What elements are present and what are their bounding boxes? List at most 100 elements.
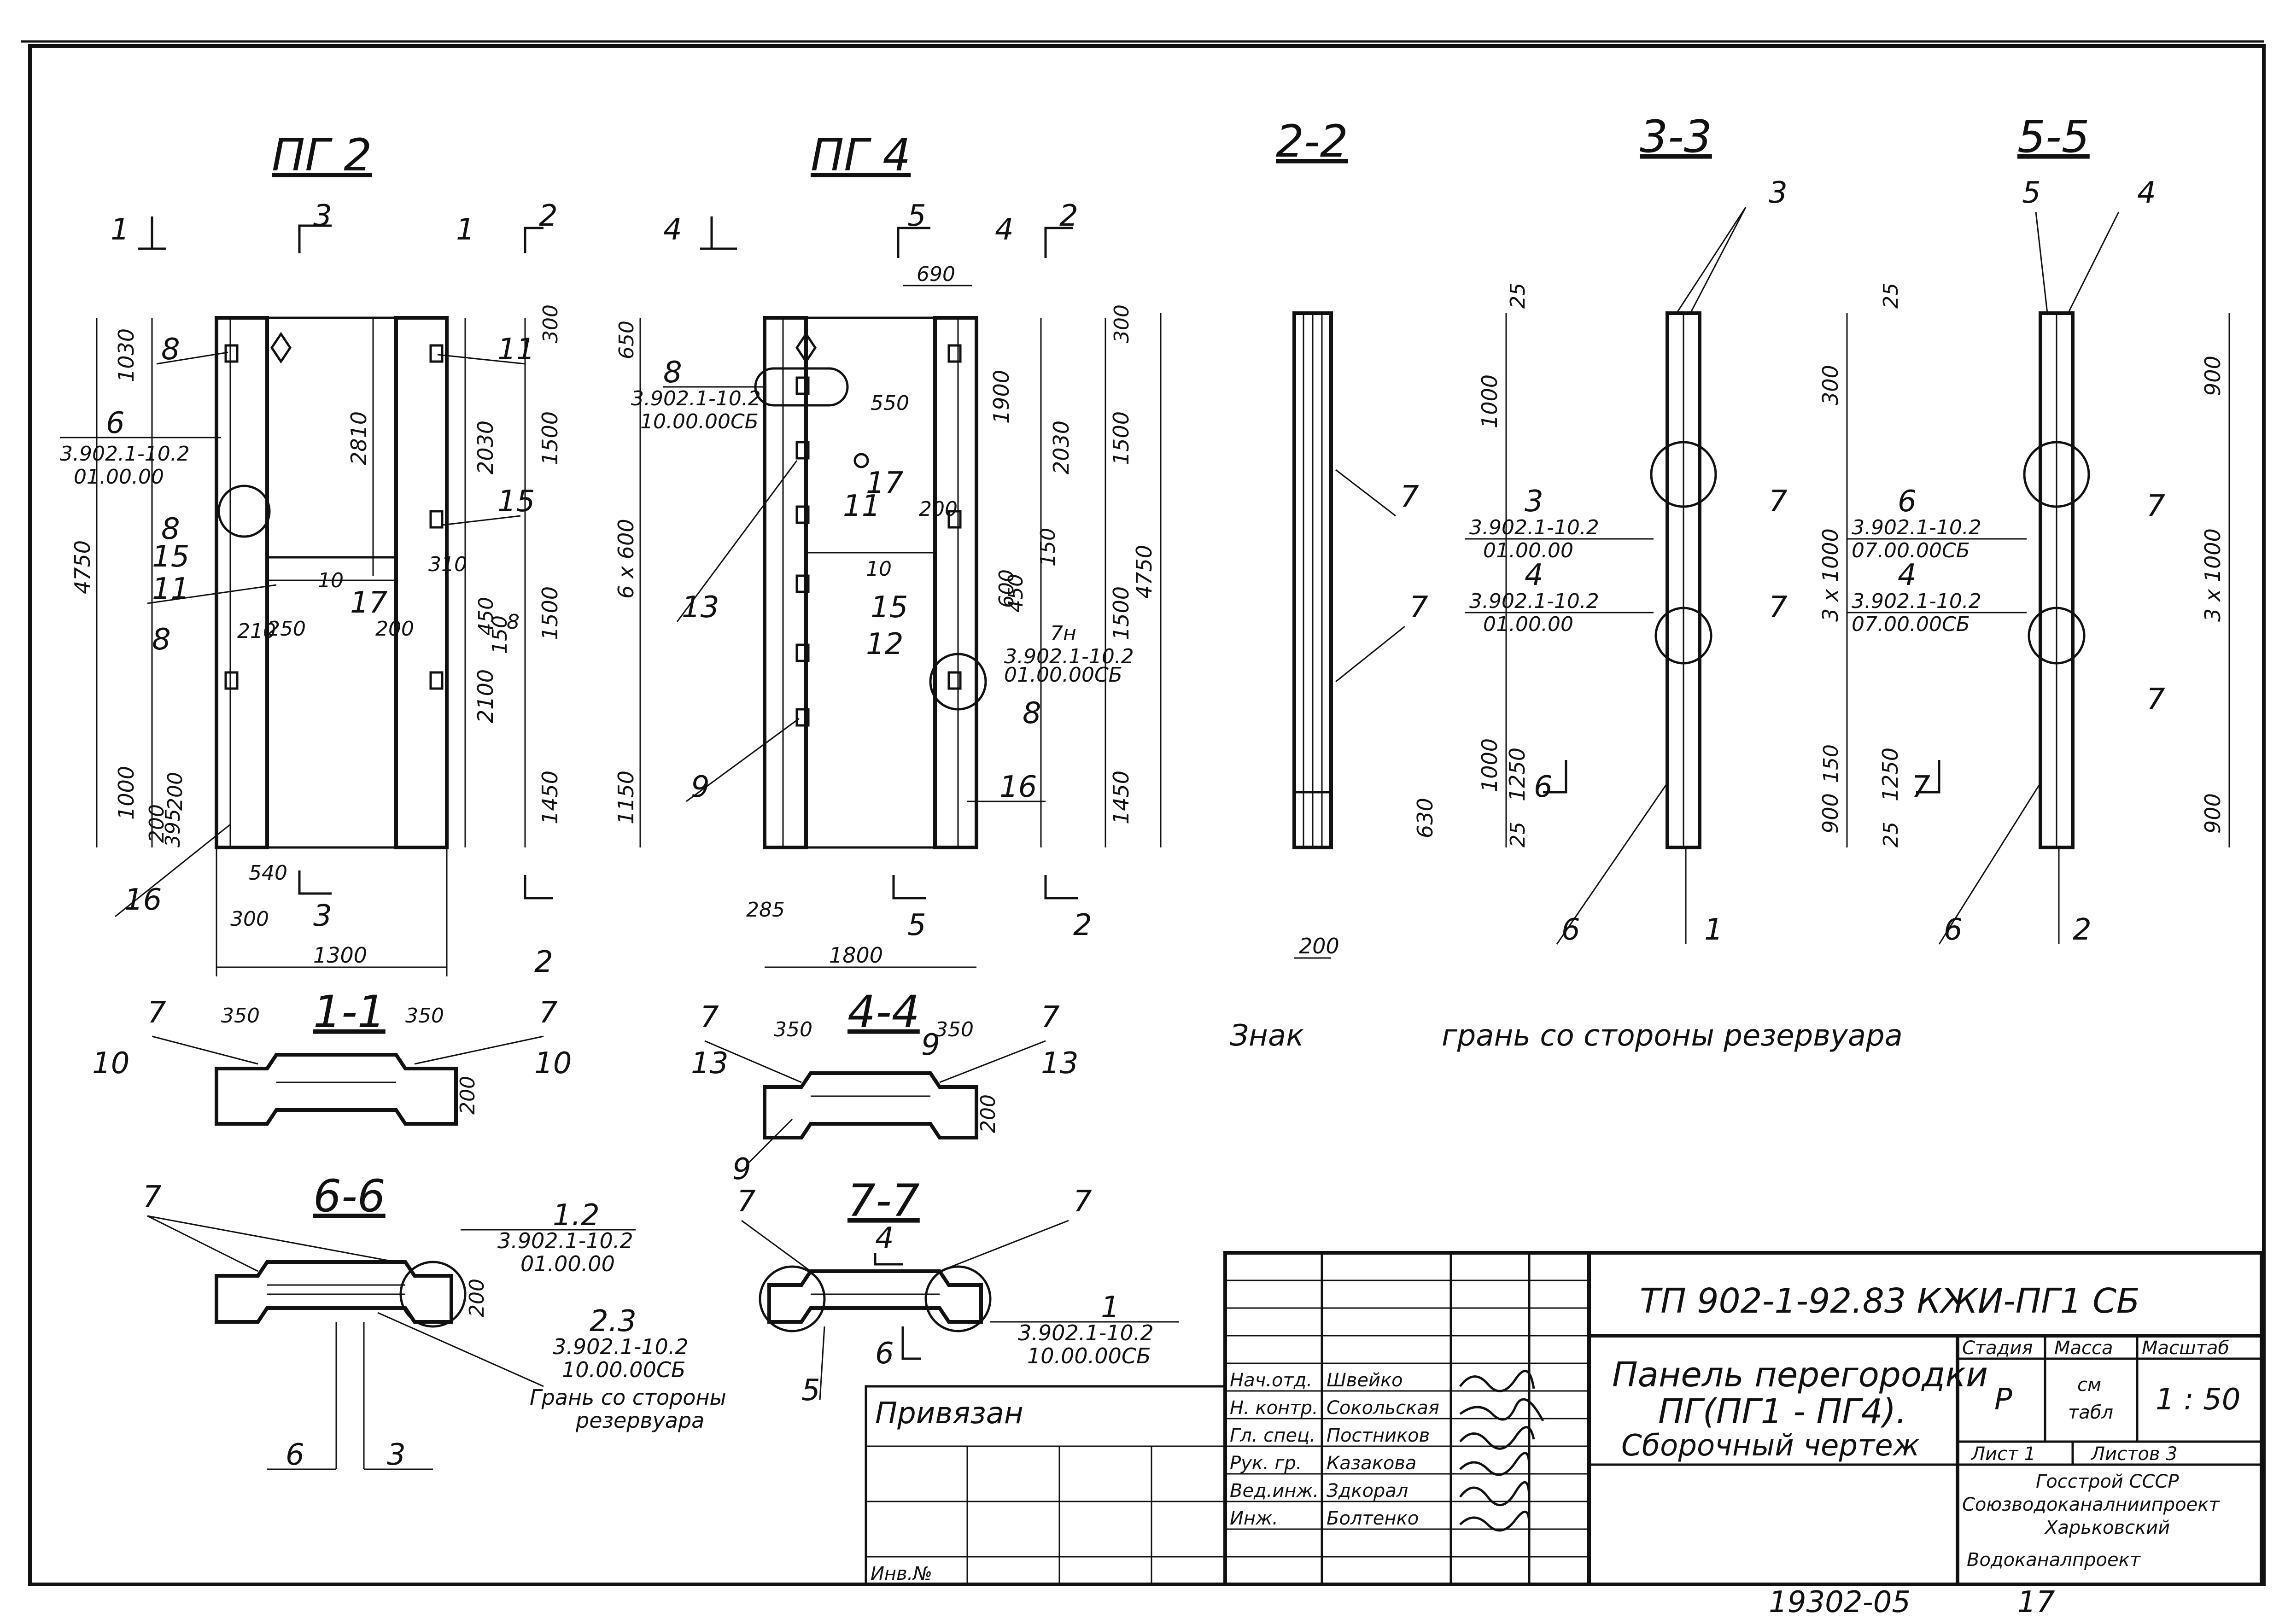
s66-note-a: Грань со стороны: [530, 1385, 726, 1410]
pg2-dim-450: 450: [474, 597, 498, 636]
s44-dim-350b: 350: [935, 1018, 974, 1041]
pg2-dim-1030: 1030: [114, 328, 139, 382]
s55-code1-a: 3.902.1-10.2: [1852, 516, 1981, 539]
pg4-plate-3: [795, 505, 810, 524]
pg2-title: ПГ 2: [272, 129, 372, 181]
pg2-dim-150: 150: [488, 615, 512, 654]
pg4-dim-2030: 2030: [1049, 421, 1074, 474]
s33-title: 3-3: [1640, 111, 1712, 163]
s66-code1-b: 01.00.00: [520, 1251, 615, 1276]
tb-name-1: Швейко: [1327, 1370, 1403, 1391]
pg4-dim-550: 550: [871, 391, 909, 415]
s33-dim-900: 900: [1818, 793, 1843, 834]
pg2-code-a: 3.902.1-10.2: [60, 442, 190, 466]
s55-dim-900b: 900: [2200, 793, 2225, 834]
pg2-cut-1: 1: [111, 213, 129, 247]
pg4-code1-b: 10.00.00СБ: [640, 410, 759, 433]
s66-leader-7b: [147, 1215, 397, 1263]
s77-code1-b: 10.00.00СБ: [1027, 1344, 1151, 1368]
s33-dim-3x1000: 3 x 1000: [1818, 528, 1843, 622]
tb-signature-2: [1459, 1398, 1544, 1422]
s44-dim-350a: 350: [774, 1018, 812, 1041]
pg2-plate-3: [429, 344, 444, 363]
tb-attached-label: Привязан: [875, 1396, 1023, 1431]
s11-ref-10b: 10: [534, 1046, 572, 1081]
section-5-5: 5-5 25 900 3 x 1000 1250 25 900 5 4 7 7 …: [1847, 111, 2230, 947]
s77-cut-6-mark: [901, 1326, 921, 1360]
tb-name-3: Постников: [1327, 1425, 1430, 1446]
s33-dim-150: 150: [1819, 744, 1843, 783]
s11-ref-7b: 7: [539, 996, 558, 1030]
s55-ref-7a: 7: [2146, 489, 2165, 523]
pg4-bottom-2: 2: [1073, 908, 1092, 942]
s55-ref-5: 5: [2022, 176, 2041, 210]
tb-org-3: Харьковский: [2044, 1517, 2170, 1538]
s22-ref-7b: 7: [1409, 590, 1428, 625]
pg2-dim-200b: 200: [145, 804, 169, 843]
pg4-dim-1900: 1900: [989, 370, 1014, 424]
s33-ref-6b: 6: [1534, 770, 1553, 804]
s22-dim-1000a: 1000: [1477, 374, 1502, 428]
pg2-ref-6: 6: [106, 406, 125, 440]
pg4-dim-1150: 1150: [614, 771, 638, 824]
pg4-ref-12: 12: [866, 627, 903, 661]
s44-ref-9a: 9: [921, 1028, 940, 1062]
pg2-cut-11: 1: [456, 213, 475, 247]
pg4-plate-2: [795, 441, 810, 460]
s66-code2-num: 2.3: [590, 1304, 637, 1338]
pg2-dim-300: 300: [539, 304, 562, 343]
pg2-leader-11: [147, 584, 277, 604]
s77-ref-6: 6: [875, 1337, 894, 1371]
pg2-ref-17: 17: [350, 586, 388, 620]
s33-cut-6-mark: [1543, 760, 1567, 794]
pg2-dim-200a: 200: [164, 772, 187, 811]
s55-leader-6: [1938, 783, 2041, 945]
tb-org-2: Союзводоканалниипроект: [1962, 1494, 2220, 1515]
pg2-cut-2: 2: [539, 199, 558, 233]
pg2-bottom-2: 2: [534, 945, 553, 979]
s55-code2-num: 4: [1898, 558, 1917, 592]
pg2-dim-300b: 300: [230, 907, 269, 931]
s77-ref-7b: 7: [1073, 1185, 1092, 1219]
pg4-bottom-2-mark: [1044, 875, 1078, 900]
section-3-3: 3-3 25 300 3 x 1000 1250 25 150 900 3 7 …: [1465, 111, 1848, 947]
pg2-bottom-3: 3: [313, 899, 332, 933]
tb-signature-6: [1459, 1510, 1531, 1532]
s55-dim-1250: 1250: [1878, 748, 1903, 801]
tb-title-1: Панель перегородки: [1612, 1355, 1988, 1395]
pg2-ref-11: 11: [152, 572, 189, 606]
s77-ref-5: 5: [801, 1373, 820, 1408]
pg4-ref-17: 17: [866, 466, 904, 500]
pg2-leader-8a: [156, 351, 228, 365]
s22-dim-630: 630: [1413, 798, 1438, 838]
s44-ref-7b: 7: [1041, 1000, 1060, 1034]
s33-ref-3: 3: [1769, 176, 1788, 210]
s33-leader-3b: [1689, 207, 1747, 314]
pg2-dim-4750: 4750: [70, 540, 95, 594]
tb-org-1: Госстрой СССР: [2036, 1471, 2179, 1492]
pg2-dim-1450: 1450: [538, 771, 562, 824]
pg4-cut-4: 4: [663, 213, 682, 247]
s33-leader-3a: [1676, 207, 1747, 314]
pg2-ref-8b: 8: [161, 512, 180, 546]
pg4-dim-1450: 1450: [1109, 771, 1134, 824]
tb-signature-5: [1459, 1481, 1531, 1507]
tb-signature-3: [1459, 1426, 1535, 1450]
s55-code1-num: 6: [1898, 485, 1917, 519]
pg4-cut-5-mark: [897, 227, 930, 258]
pg4-plate-9: [947, 671, 962, 690]
pg4-small-circle: [853, 453, 869, 468]
s11-leader-7a: [152, 1035, 258, 1065]
s77-title: 7-7: [847, 1175, 920, 1227]
s44-dim-200: 200: [976, 1094, 1000, 1133]
legend-text: грань со стороны резервуара: [1442, 1019, 1903, 1053]
pg4-dim-200: 200: [919, 497, 958, 521]
s55-dim-3x1000: 3 x 1000: [2200, 528, 2225, 622]
tb-signature-4: [1459, 1452, 1531, 1476]
s33-code1-num: 3: [1525, 485, 1543, 519]
s55-dim-25b: 25: [1879, 822, 1903, 847]
pg4-panel-right: [933, 316, 978, 849]
pg2-leader-16: [115, 824, 231, 917]
pg2-dim-250: 250: [267, 617, 306, 641]
